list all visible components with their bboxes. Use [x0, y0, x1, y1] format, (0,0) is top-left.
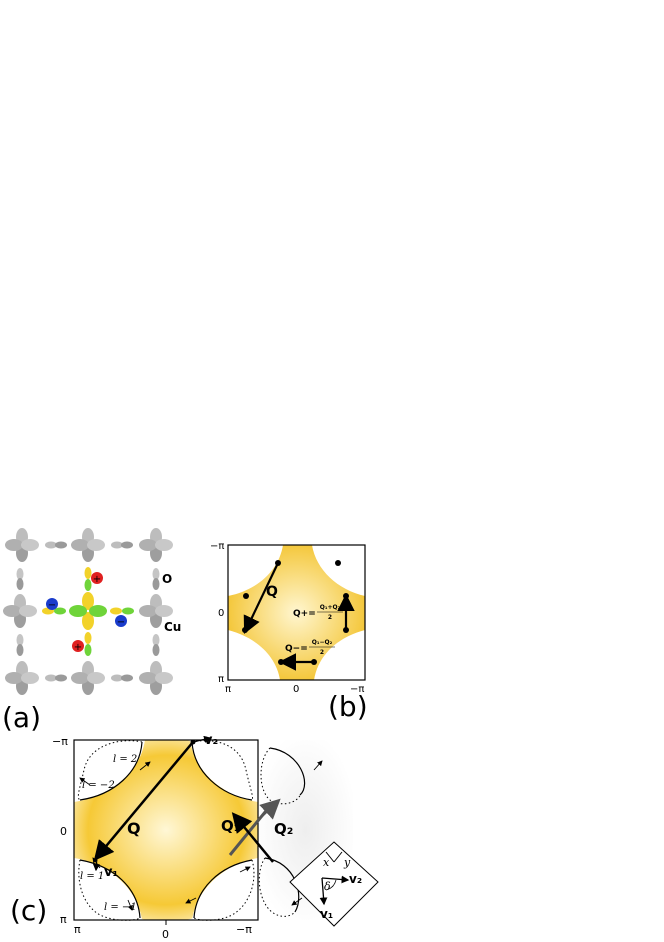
pocket-c-bl [74, 858, 142, 920]
small-velocity-arrow [185, 897, 197, 904]
pocket-b-tl [228, 545, 283, 596]
tick-b-bottom-right: −π [350, 684, 364, 695]
nesting-point [242, 627, 248, 633]
small-velocity-arrow [313, 760, 323, 771]
panel-c-label: (c) [10, 894, 47, 927]
q-minus-denominator: 2 [320, 649, 324, 656]
inset-delta: δ [324, 880, 331, 893]
nesting-point [343, 627, 349, 633]
tick-c-bottom-mid: 0 [162, 928, 169, 941]
q2-label: Q₂ [274, 820, 293, 838]
vector-q-c [93, 741, 194, 861]
svg-text:+: + [93, 574, 101, 585]
pocket-c-tl [74, 740, 145, 802]
small-velocity-arrow [239, 866, 251, 873]
tick-c-top-left: −π [52, 735, 68, 748]
v1-label: v₁ [104, 865, 118, 880]
q-plus-prefix: Q+= [293, 609, 316, 619]
pocket-c-br [192, 858, 258, 920]
tick-b-top-left: −π [210, 541, 224, 552]
tick-b-bottom-left: π [218, 674, 224, 685]
fermi-sea-c [74, 740, 258, 920]
panel-a: + + − − O Cu (a) [2, 528, 181, 734]
central-d-orbital [69, 592, 107, 630]
q1-label: Q₁ [221, 817, 240, 835]
inset-v2: v₂ [349, 872, 362, 886]
tick-b-bottom-mid: 0 [293, 684, 299, 695]
vector-q-b [243, 562, 279, 634]
svg-text:+: + [74, 642, 82, 653]
v2-arrow [192, 735, 212, 743]
small-velocity-arrow [127, 899, 133, 911]
q-minus-numerator: Q₁−Q₂ [312, 639, 333, 646]
panel-b: Q Q+= Q₁+Q₂ 2 Q−= Q₁−Q₂ 2 −π 0 π π 0 −π … [210, 541, 368, 723]
angle-inset: x y δ v₂ v₁ [289, 841, 379, 927]
pocket-b-bl [228, 630, 280, 680]
plus-charge-bottom: + [72, 640, 84, 653]
copper-label: Cu [164, 620, 181, 634]
minus-charge-left: − [46, 598, 58, 611]
l-label-2: l = 2 [113, 754, 137, 765]
svg-text:−: − [48, 600, 56, 611]
oxygen-top [84, 567, 92, 591]
pocket-c-tr [190, 740, 258, 802]
inset-x: x [323, 856, 330, 869]
panel-b-label: (b) [328, 690, 368, 723]
inset-y: y [343, 856, 351, 869]
minus-charge-right: − [115, 615, 127, 628]
oxygen-right [110, 607, 134, 615]
tick-b-bottom-start: π [225, 684, 231, 695]
small-velocity-arrow [291, 897, 303, 906]
nesting-point [335, 560, 341, 566]
v1-arrow [92, 856, 101, 872]
q-minus-prefix: Q−= [285, 644, 308, 654]
panel-b-frame [227, 544, 366, 681]
panel-c: Q Q₁ Q₂ v₂ v₁ l = 2 l = −2 l = 1 l = −1 … [10, 733, 379, 941]
small-velocity-arrow [79, 777, 91, 786]
q-plus-numerator: Q₁+Q₂ [320, 604, 341, 611]
v2-label: v₂ [204, 733, 218, 748]
l-label-minus-2: l = −2 [82, 780, 115, 791]
tick-b-mid-left: 0 [218, 608, 224, 619]
q-label-c: Q [127, 819, 141, 838]
nesting-point [311, 659, 317, 665]
oxygen-bottom [84, 632, 92, 656]
oxygen-label: O [162, 572, 172, 586]
pocket-b-tr [312, 545, 365, 596]
tick-c-bottom-right: −π [236, 923, 252, 936]
q-plus-denominator: 2 [328, 614, 332, 621]
nesting-point [278, 659, 284, 665]
svg-text:−: − [117, 617, 125, 628]
pocket-b-br [314, 630, 365, 680]
panel-a-label: (a) [2, 701, 41, 734]
nesting-point [275, 560, 281, 566]
inset-v1: v₁ [320, 907, 333, 921]
tick-c-bottom-start: π [74, 923, 81, 936]
l-label-minus-1: l = −1 [104, 902, 137, 913]
nesting-point [343, 593, 349, 599]
tick-c-mid-left: 0 [60, 825, 67, 838]
l-label-1: l = 1 [80, 871, 104, 882]
plus-charge-top: + [91, 572, 103, 585]
tick-c-bottom-left: π [60, 913, 67, 926]
q-label-b: Q [266, 584, 278, 600]
nesting-point [243, 593, 249, 599]
small-velocity-arrow [139, 761, 151, 771]
vector-q2 [231, 812, 274, 863]
